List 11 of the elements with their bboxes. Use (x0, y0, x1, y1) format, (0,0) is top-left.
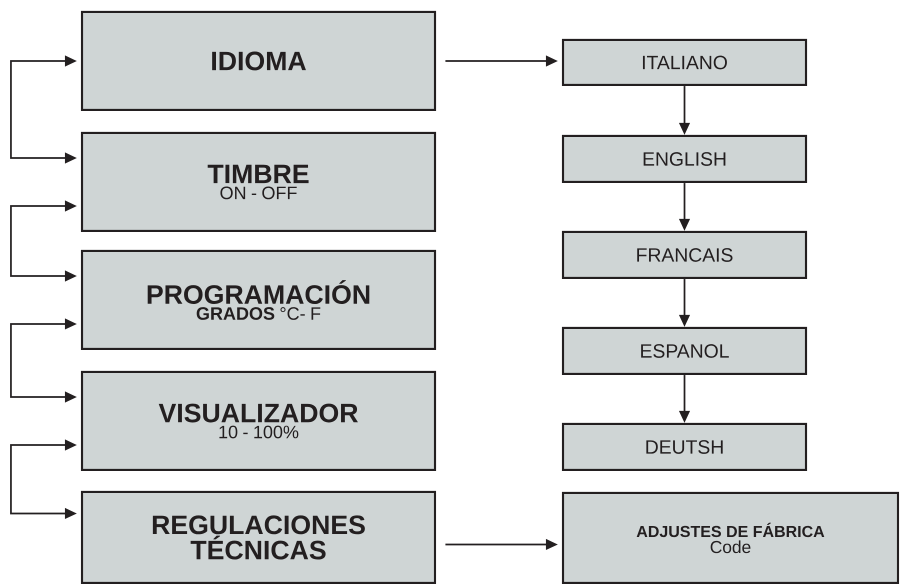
menu-box: VISUALIZADOR 10 - 100% (80, 370, 436, 472)
language-box: ENGLISH (562, 134, 808, 184)
language-box: FRANCAIS (562, 230, 808, 280)
language-box: ESPANOL (562, 326, 808, 376)
menu-box: PROGRAMACIÓN GRADOS °C- F (80, 250, 436, 350)
menu-box: REGULACIONES TÉCNICAS (80, 490, 436, 584)
menu-box: TIMBRE ON - OFF (80, 132, 436, 232)
language-box: DEUTSH (562, 422, 808, 472)
menu-box: IDIOMA (80, 10, 436, 112)
language-box: ITALIANO (562, 38, 808, 86)
menu-box: ADJUSTES DE FÁBRICA Code (562, 492, 900, 584)
